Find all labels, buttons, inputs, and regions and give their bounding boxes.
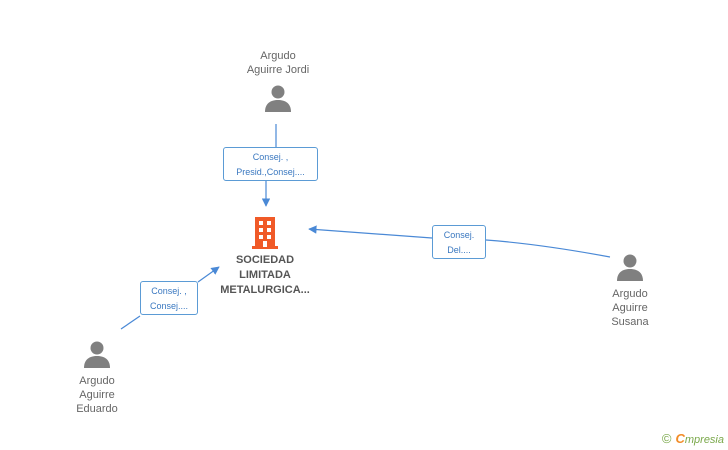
person-icon [617,254,643,281]
person-node-jordi[interactable]: Argudo Aguirre Jordi [228,49,328,113]
copyright-icon: © [661,431,672,446]
person-node-susana[interactable]: Argudo Aguirre Susana [595,252,665,329]
company-name: SOCIEDAD LIMITADA METALURGICA... [220,254,310,296]
person-icon [84,341,110,368]
edge-susana-company [309,229,611,258]
person-node-eduardo[interactable]: Argudo Aguirre Eduardo [62,339,132,416]
edge-label-jordi[interactable]: Consej. , Presid.,Consej.... [223,147,318,181]
edge-eduardo-company [120,267,219,330]
person-name: Argudo Aguirre Susana [611,288,649,328]
person-icon [265,85,291,112]
building-icon [252,217,278,249]
company-node[interactable]: SOCIEDAD LIMITADA METALURGICA... [205,215,325,298]
edge-jordi-company [266,124,277,206]
edge-label-susana[interactable]: Consej. Del.... [432,225,486,259]
edge-label-eduardo[interactable]: Consej. , Consej.... [140,281,198,315]
brand-logo-initial: C [675,431,685,446]
brand-logo-text: mpresia [684,434,724,446]
person-name: Argudo Aguirre Jordi [246,50,310,76]
brand-footer: ©Cmpresia [662,431,724,446]
person-name: Argudo Aguirre Eduardo [76,375,118,415]
